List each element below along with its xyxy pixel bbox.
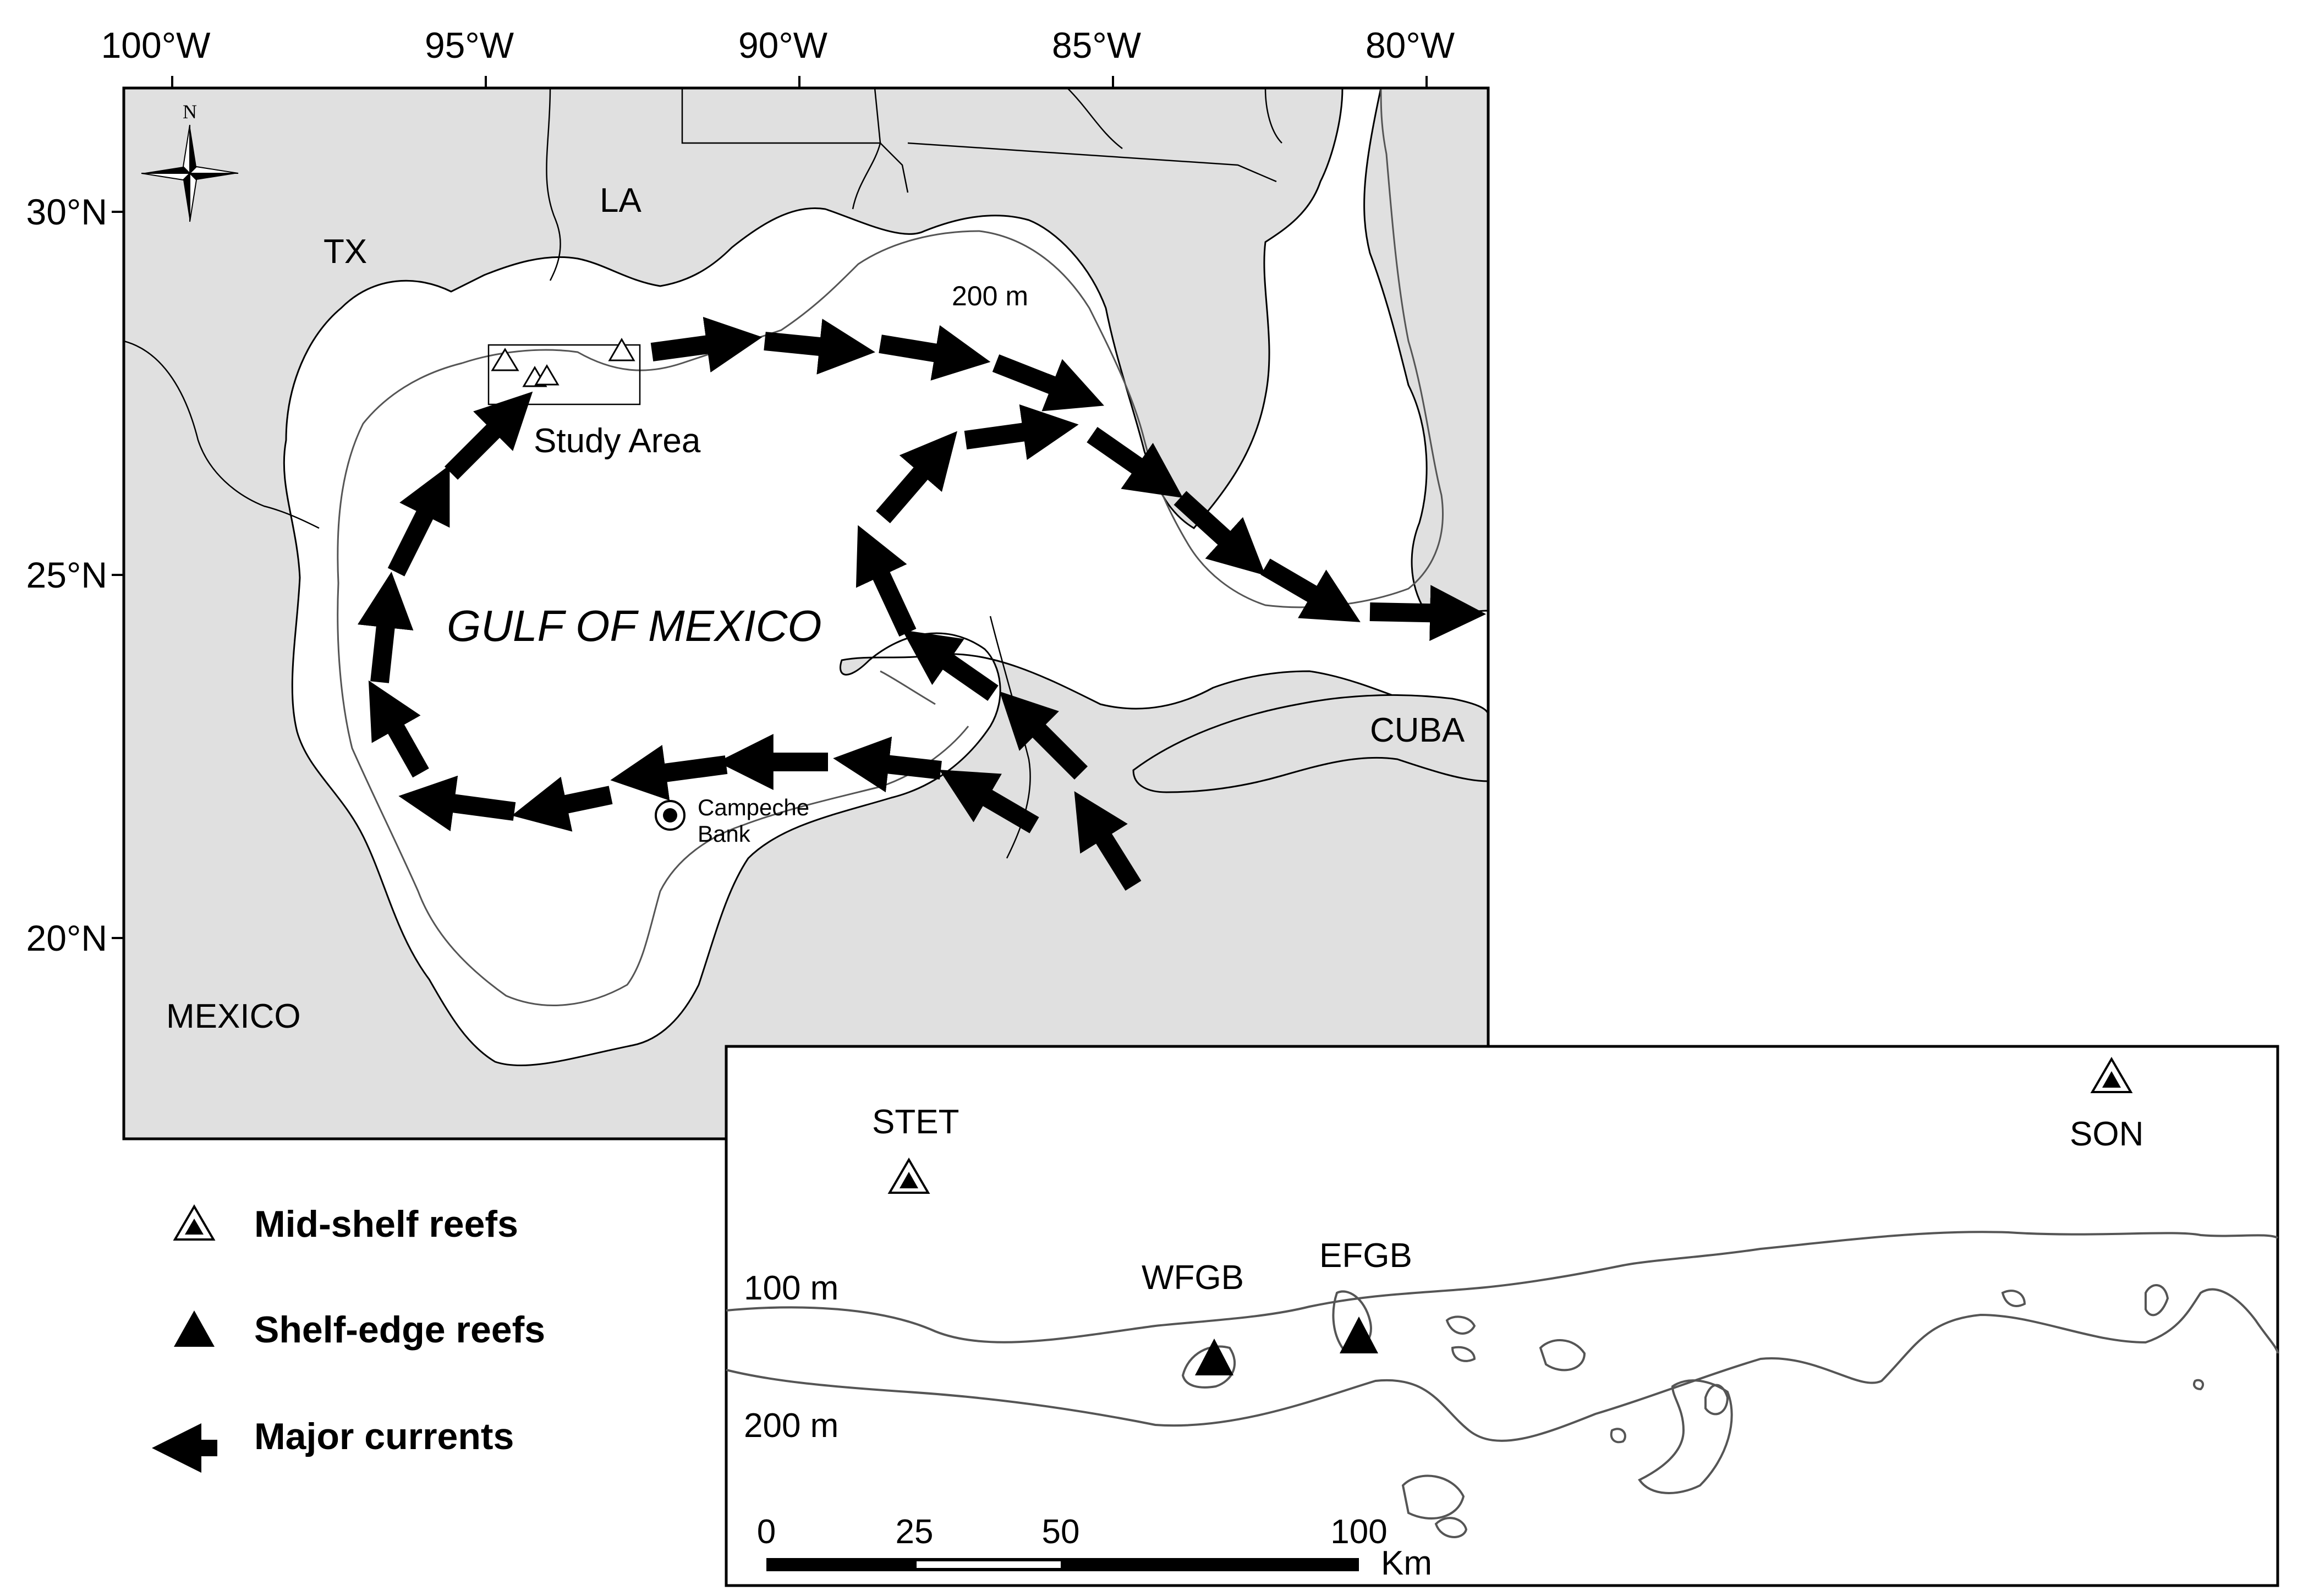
- label-la: LA: [600, 182, 641, 220]
- inset-frame: [725, 1045, 2279, 1587]
- lon-tick-95w: 95°W: [425, 25, 514, 65]
- label-inset-100m: 100 m: [744, 1269, 838, 1307]
- scale-tick-50: 50: [1042, 1513, 1080, 1551]
- cuba-island: [1132, 694, 1488, 793]
- inset-isobath-100m: [726, 1231, 2278, 1343]
- inset-map: STET SON WFGB EFGB 100 m 200 m 0 25 50 1…: [725, 1045, 2279, 1587]
- inset-bank-contours: [1181, 1284, 2205, 1538]
- label-wfgb: WFGB: [1142, 1259, 1244, 1297]
- legend-label-shelf-edge: Shelf-edge reefs: [254, 1309, 545, 1351]
- lat-tick-20n: 20°N: [26, 918, 107, 958]
- scale-bar: 0 25 50 100 Km: [757, 1513, 1432, 1582]
- major-currents: [357, 316, 1487, 891]
- label-cuba: CUBA: [1370, 711, 1465, 749]
- lon-tick-80w: 80°W: [1366, 25, 1455, 65]
- reef-stet-symbol: [887, 1158, 930, 1194]
- label-isobath-200m: 200 m: [952, 281, 1028, 311]
- lon-tick-90w: 90°W: [738, 25, 828, 65]
- main-map: N 100°W 95°W 90°W 85°W 80°W 30°N 25°N: [26, 25, 1490, 1140]
- label-inset-200m: 200 m: [744, 1407, 838, 1445]
- reef-efgb-symbol: [1340, 1317, 1378, 1353]
- study-area-box: [487, 344, 641, 405]
- label-gulf-of-mexico: GULF OF MEXICO: [447, 601, 822, 650]
- legend-item-mid-shelf: Mid-shelf reefs: [173, 1203, 518, 1245]
- scale-tick-25: 25: [896, 1513, 934, 1551]
- scale-tick-0: 0: [757, 1513, 776, 1551]
- reef-son-symbol: [2090, 1057, 2133, 1093]
- legend-item-currents: Major currents: [152, 1416, 514, 1473]
- scale-tick-100: 100: [1330, 1513, 1387, 1551]
- legend: Mid-shelf reefs Shelf-edge reefs Major c…: [152, 1203, 545, 1473]
- campeche-bank-marker: [655, 800, 686, 831]
- reef-wfgb-symbol: [1195, 1339, 1233, 1375]
- inset-isobath-200m: [726, 1288, 2279, 1442]
- study-area-reefs: [491, 338, 635, 387]
- compass-rose: N: [141, 101, 239, 222]
- legend-label-mid-shelf: Mid-shelf reefs: [254, 1203, 518, 1245]
- label-study-area: Study Area: [534, 422, 701, 460]
- compass-north-label: N: [183, 101, 197, 123]
- label-campeche-1: Campeche: [698, 794, 809, 820]
- label-efgb: EFGB: [1319, 1237, 1412, 1275]
- label-mexico: MEXICO: [166, 997, 301, 1035]
- label-son: SON: [2070, 1115, 2143, 1153]
- graticule-ticks: [112, 76, 1428, 939]
- scale-unit: Km: [1381, 1544, 1432, 1582]
- label-tx: TX: [323, 233, 367, 271]
- label-stet: STET: [872, 1103, 959, 1141]
- lon-tick-100w: 100°W: [101, 25, 211, 65]
- lon-tick-85w: 85°W: [1052, 25, 1142, 65]
- legend-item-shelf-edge: Shelf-edge reefs: [174, 1309, 545, 1351]
- lat-tick-30n: 30°N: [26, 191, 107, 232]
- label-campeche-2: Bank: [698, 821, 751, 847]
- legend-label-currents: Major currents: [254, 1416, 514, 1457]
- political-borders: [124, 88, 1282, 859]
- lat-tick-25n: 25°N: [26, 555, 107, 595]
